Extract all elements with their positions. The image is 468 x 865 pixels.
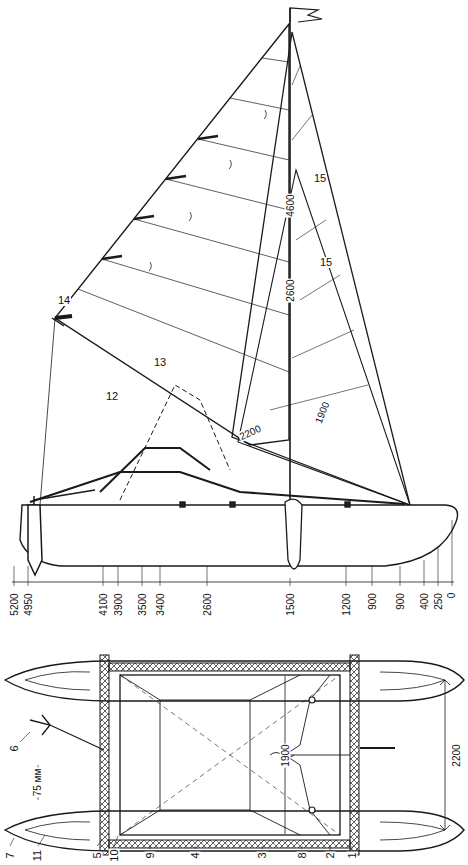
rudder: [28, 490, 95, 575]
dimension-label: 900: [395, 592, 406, 611]
sheet-arrow: [52, 318, 64, 326]
callout-number: 15: [313, 173, 327, 184]
dimension-label: 1200: [341, 592, 352, 616]
callout-number: 10: [109, 848, 120, 862]
dimension-label: 0: [447, 591, 458, 599]
deck-fittings: [180, 502, 350, 507]
hull-side: [20, 505, 458, 566]
callout-number: 12: [105, 391, 119, 402]
dimension-label: 3900: [113, 592, 124, 616]
dimension-label: 4100: [98, 592, 109, 616]
callout-number: 4: [190, 851, 201, 859]
dimension-label: 75 мм: [33, 767, 44, 797]
side-rail: [109, 663, 350, 671]
callout-number: 6: [9, 744, 20, 752]
hull-hatch: [380, 672, 445, 690]
chainplate: [309, 697, 315, 703]
front-beam: [350, 655, 359, 855]
callout-number: 13: [153, 357, 167, 368]
trampoline-seams: [120, 675, 300, 835]
callout-number: 5: [92, 851, 103, 859]
hull-hatch: [25, 672, 90, 690]
dimension-label: 2200: [451, 743, 462, 767]
callout-leaders: [10, 732, 352, 850]
small-jib: [238, 170, 410, 505]
station-ticks: [14, 520, 452, 586]
station-axis: [12, 582, 454, 583]
dimension-label: 900: [367, 592, 378, 611]
battens: [55, 136, 218, 318]
dimension-label: 2600: [285, 278, 296, 302]
chainplate: [309, 807, 315, 813]
sail-seams: [78, 58, 289, 372]
bowsprit: [360, 747, 395, 749]
callout-number: 1: [347, 851, 358, 859]
callout-number: 8: [297, 851, 308, 859]
telltales: [149, 110, 266, 271]
dimension-label: 3400: [155, 592, 166, 616]
dimension-label: 2600: [202, 592, 213, 616]
hull-plan: [5, 661, 464, 701]
dimension-label: 2200: [237, 422, 264, 442]
shrouds: [270, 675, 350, 835]
side-rail: [109, 840, 350, 848]
flag: [290, 8, 322, 22]
dimension-label: 1500: [285, 592, 296, 616]
dimension-line: [285, 765, 286, 834]
hull-hatch: [25, 822, 90, 840]
tiller: [30, 715, 104, 750]
dimension-line: [285, 676, 286, 745]
callout-number: 3: [257, 851, 268, 859]
centerboard: [285, 499, 302, 569]
seat-frame: [100, 448, 210, 492]
callout-number: 14: [57, 295, 71, 306]
callout-number: 7: [5, 851, 16, 859]
dimension-label: 3500: [137, 592, 148, 616]
dimension-label: 1900: [280, 743, 291, 767]
jib-seams: [270, 66, 368, 410]
dimension-label: 5200: [9, 592, 20, 616]
large-jib: [232, 32, 410, 505]
callout-number: 9: [145, 851, 156, 859]
mainsheet: [40, 318, 55, 505]
rear-beam: [100, 655, 109, 855]
dimension-label: 4950: [23, 592, 34, 616]
dimension-label: 4600: [285, 193, 296, 217]
dimension-label: 1900: [312, 399, 331, 426]
dimension-arrows: [440, 680, 450, 830]
hull-hatch: [380, 822, 445, 840]
seat-folded: [120, 385, 230, 500]
frame-beam: [30, 472, 405, 504]
hull-plan: [5, 811, 464, 851]
dimension-line: [445, 680, 446, 830]
callout-number: 11: [32, 848, 43, 861]
dimension-label: 250: [433, 592, 444, 611]
callout-number: 2: [325, 851, 336, 859]
callout-number: 15: [319, 257, 333, 268]
dimension-label: 400: [419, 592, 430, 611]
mainsail: [55, 24, 289, 445]
